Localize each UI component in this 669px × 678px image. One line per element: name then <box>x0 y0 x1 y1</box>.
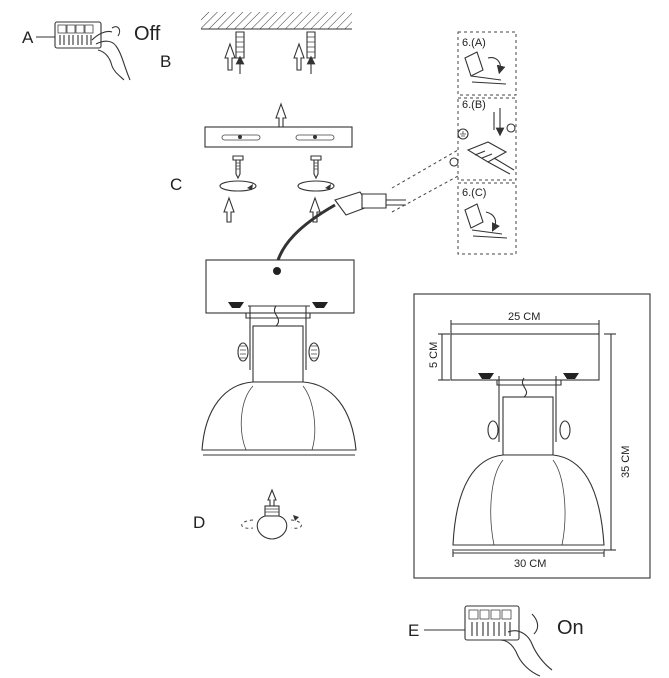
dim-total-height: 35 CM <box>620 446 632 478</box>
step-e-switch-on: E On <box>408 605 584 677</box>
step-label-a: A <box>22 28 34 47</box>
ceiling-canopy <box>205 259 355 314</box>
detail-box-6c: 6.(C) <box>457 182 517 255</box>
hand-icon-on <box>499 613 553 677</box>
dim-shade-width: 30 CM <box>514 558 546 570</box>
dim-top-width: 25 CM <box>508 311 540 323</box>
light-bulb-icon <box>256 505 288 540</box>
mounting-bracket <box>204 126 353 148</box>
step-label-d: D <box>193 513 205 532</box>
dimension-frame <box>413 293 651 579</box>
switch-on-label: On <box>557 617 584 639</box>
screw-icon-right <box>310 155 322 180</box>
step-c-bracket: C <box>170 126 353 223</box>
up-arrow-icon-left <box>223 196 235 223</box>
up-arrow-icon <box>275 102 287 129</box>
detail-box-6a: 6.(A) <box>457 31 517 96</box>
step-label-b: B <box>160 52 171 71</box>
detail-step-label-b: 6.(B) <box>462 99 486 111</box>
wall-plug-icon-left <box>224 31 245 74</box>
switch-off-label: Off <box>134 23 161 45</box>
hand-icon <box>91 26 131 81</box>
step-b-ceiling-mount <box>201 12 352 129</box>
screw-icon-left <box>232 155 244 180</box>
adjust-knob-left <box>237 342 249 362</box>
detail-step-label-a: 6.(A) <box>462 37 486 49</box>
rotate-arrow-icon-left <box>219 180 257 192</box>
up-arrow-icon-bulb <box>267 488 277 507</box>
step-d-bulb: D <box>193 488 302 540</box>
ground-icon <box>457 128 469 140</box>
step-a-switch-off: A Off B <box>22 21 171 81</box>
ceiling-hatch <box>201 12 352 29</box>
detail-box-6b: 6.(B) <box>449 97 517 181</box>
dimension-panel: 25 CM 5 CM 30 CM 35 CM <box>413 293 651 579</box>
switch-off-icon <box>54 21 102 49</box>
detail-step-label-c: 6.(C) <box>462 187 486 199</box>
dim-canopy <box>450 333 600 381</box>
wall-plug-icon-right <box>293 31 316 74</box>
rotate-arrow-icon-right <box>297 180 335 192</box>
dim-base-height: 5 CM <box>428 342 440 368</box>
power-cable <box>274 149 459 269</box>
dim-shade <box>452 454 605 546</box>
lamp-neck <box>252 325 304 383</box>
adjust-knob-right <box>308 342 320 362</box>
lamp-shade <box>201 381 357 451</box>
step-label-c: C <box>170 175 182 194</box>
step-label-e: E <box>408 621 419 640</box>
switch-on-icon <box>464 605 520 641</box>
lamp-assembly <box>201 259 357 456</box>
